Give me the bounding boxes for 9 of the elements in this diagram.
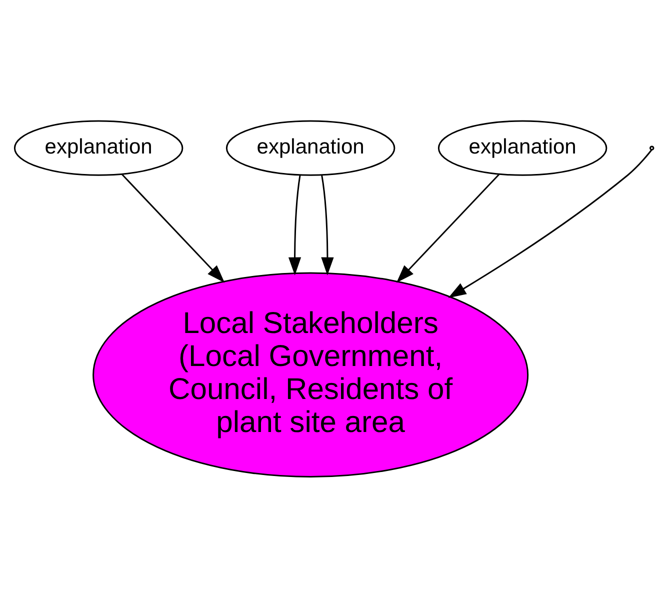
arrow	[396, 174, 500, 283]
node-ellipse: Local Stakeholders (Local Government, Council, Residents of plant site area	[92, 272, 529, 478]
arrow	[122, 174, 225, 283]
node-ellipse: explanation	[14, 120, 184, 176]
node-ellipse: explanation	[438, 120, 608, 176]
arrow	[288, 175, 302, 276]
arrow	[448, 149, 652, 298]
arrow	[321, 175, 334, 276]
node-ellipse: explanation	[226, 120, 396, 176]
